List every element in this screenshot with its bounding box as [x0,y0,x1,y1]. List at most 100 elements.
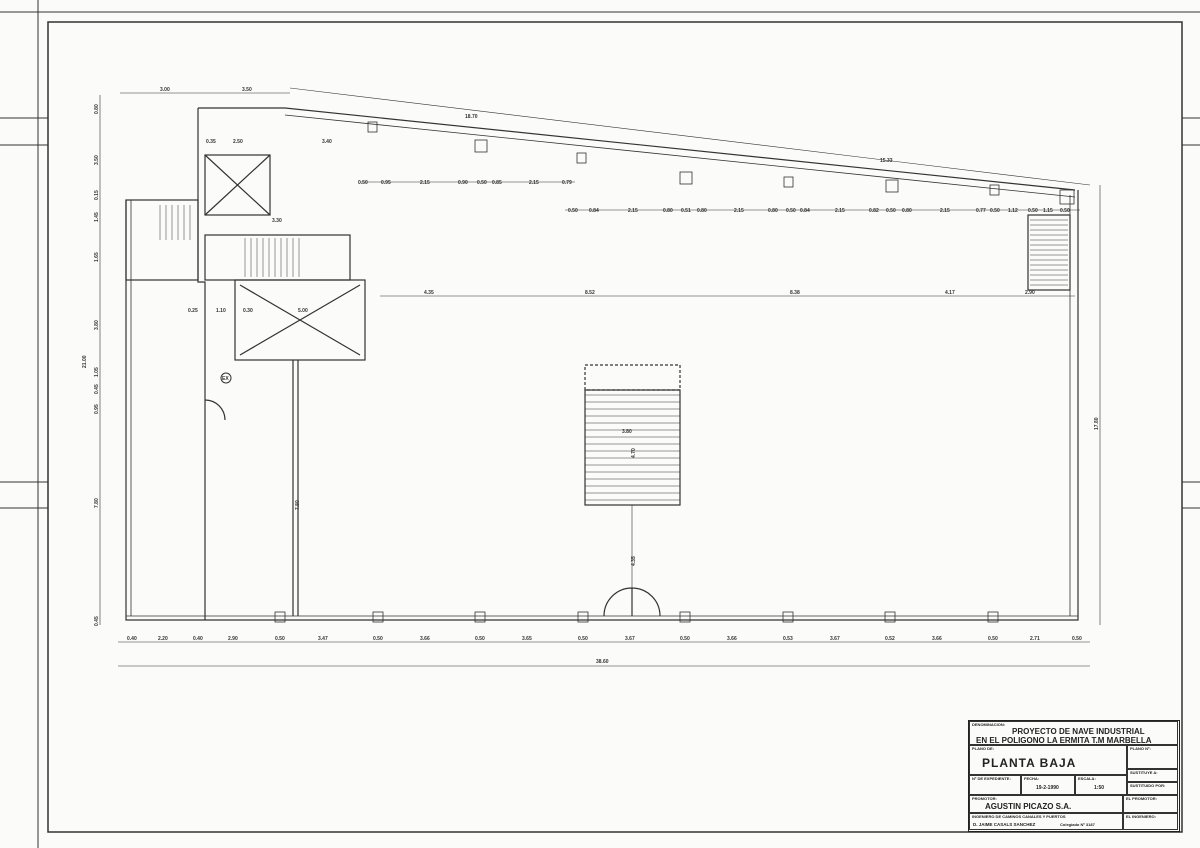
el-promotor-cell: EL PROMOTOR: [1123,795,1178,813]
dimension-label: 3.66 [420,636,430,642]
dimension-label: 3.80 [94,320,100,330]
dimension-label: 3.65 [522,636,532,642]
dimension-label: 0.45 [94,384,100,394]
dimension-label: 0.51 [681,208,691,214]
columns [274,121,1075,623]
interior-dim-500: 5.00 [298,308,308,314]
dimension-label: 0.52 [885,636,895,642]
left-dimension-labels: 0.803.500.151.451.653.801.050.450.957.80… [94,104,100,626]
promotor-label: PROMOTOR: [972,796,997,801]
dimension-label: 1.12 [1008,208,1018,214]
plano-de-cell: PLANO DE: PLANTA BAJA [969,745,1127,775]
escala-cell: ESCALA: 1:50 [1075,775,1127,795]
dimension-label: 0.50 [373,636,383,642]
dimension-label: 0.50 [358,180,368,186]
expediente-cell: Nº DE EXPEDIENTE: [969,775,1021,795]
dimension-label: 4.35 [424,290,434,296]
el-ingeniero-label: EL INGENIERO: [1126,814,1156,819]
dimension-label: 3.66 [727,636,737,642]
sustituido-cell: SUSTITUIDO POR: [1127,782,1178,795]
dimension-label: 0.50 [475,636,485,642]
dimension-label: 2.15 [940,208,950,214]
dimension-label: 2.15 [529,180,539,186]
dimension-label: 0.82 [869,208,879,214]
dimension-label: 0.45 [94,616,100,626]
dimension-label: 8.38 [790,290,800,296]
plan-name: PLANTA BAJA [982,756,1077,770]
expediente-label: Nº DE EXPEDIENTE: [972,776,1011,781]
interior-dim-030: 0.30 [243,308,253,314]
dimension-label: 0.50 [275,636,285,642]
fecha-value: 19-2-1990 [1036,785,1059,791]
stair-dim-035: 0.35 [206,139,216,145]
top-dim-1: 3.00 [160,87,170,93]
dimension-label: 0.50 [578,636,588,642]
dimension-label: 2.20 [158,636,168,642]
dimension-label: 2.90 [1025,290,1035,296]
dimension-label: 3.47 [318,636,328,642]
dimension-label: 2.15 [734,208,744,214]
dimension-label: 3.50 [94,155,100,165]
dimension-label: 0.50 [786,208,796,214]
stair-dim-250: 2.50 [233,139,243,145]
promotor-cell: PROMOTOR: AGUSTIN PICAZO S.A. [969,795,1123,813]
dimension-label: 2.15 [628,208,638,214]
dimension-label: 2.15 [835,208,845,214]
dimension-label: 0.80 [902,208,912,214]
interior-dim-025: 0.25 [188,308,198,314]
sustituido-label: SUSTITUIDO POR: [1130,783,1166,788]
stair-dim-340: 3.40 [322,139,332,145]
dimension-label: 1.15 [1043,208,1053,214]
dimension-label: 0.50 [990,208,1000,214]
dimension-label: 0.50 [1060,208,1070,214]
dimension-label: 0.50 [988,636,998,642]
dimension-label: 0.95 [381,180,391,186]
total-height-label: 21.00 [82,355,88,368]
plano-no-label: PLANO Nº: [1130,746,1151,751]
dimension-label: 0.50 [1072,636,1082,642]
dimension-label: 0.84 [800,208,810,214]
project-line-2: EN EL POLIGONO LA ERMITA T.M MARBELLA [976,736,1152,745]
denominacion-cell: DENOMINACION: PROYECTO DE NAVE INDUSTRIA… [969,721,1178,745]
dimension-label: 0.77 [976,208,986,214]
ingeniero-name: D. JAIME CASALS SANCHEZ [973,822,1036,827]
dimension-label: 0.15 [94,190,100,200]
escala-label: ESCALA: [1078,776,1096,781]
bottom-dimension-labels: 0.40 2.20 0.40 2.90 0.50 3.47 0.50 3.66 0.50 3.65… [127,636,1082,642]
dimension-label: 1.45 [94,212,100,222]
dimension-label: 0.40 [193,636,203,642]
dimension-label: 0.90 [458,180,468,186]
dimension-label: 0.40 [127,636,137,642]
dimension-label: 7.80 [94,498,100,508]
fecha-label: FECHA: [1024,776,1040,781]
dimension-label: 0.50 [477,180,487,186]
ramp-width-label: 3.80 [622,429,632,435]
dimension-label: 0.85 [492,180,502,186]
dimension-label: 2.15 [420,180,430,186]
dimension-label: 3.67 [830,636,840,642]
dimension-label: 3.67 [625,636,635,642]
dimension-label: 2.71 [1030,636,1040,642]
dimension-label: 1.65 [94,252,100,262]
dimension-label: 0.50 [886,208,896,214]
sustituye-cell: SUSTITUYE A: [1127,769,1178,782]
dimension-label: 2.90 [228,636,238,642]
plano-de-label: PLANO DE: [972,746,994,751]
ramp-offset-label: 4.35 [631,556,637,566]
interior-dim-110: 1.10 [216,308,226,314]
total-width-label: 38.60 [596,659,609,665]
dimension-label: 3.66 [932,636,942,642]
stair-dim-330: 3.30 [272,218,282,224]
dimension-label: 0.80 [663,208,673,214]
ingeniero-title: INGENIERO DE CAMINOS CANALES Y PUERTOS [972,814,1066,819]
dimension-label: 1.05 [94,367,100,377]
fecha-cell: FECHA: 19-2-1990 [1021,775,1075,795]
dimension-label: 0.84 [589,208,599,214]
interior-dim-780: 7.80 [295,500,301,510]
el-promotor-label: EL PROMOTOR: [1126,796,1157,801]
fire-extinguisher-icon [220,372,232,384]
